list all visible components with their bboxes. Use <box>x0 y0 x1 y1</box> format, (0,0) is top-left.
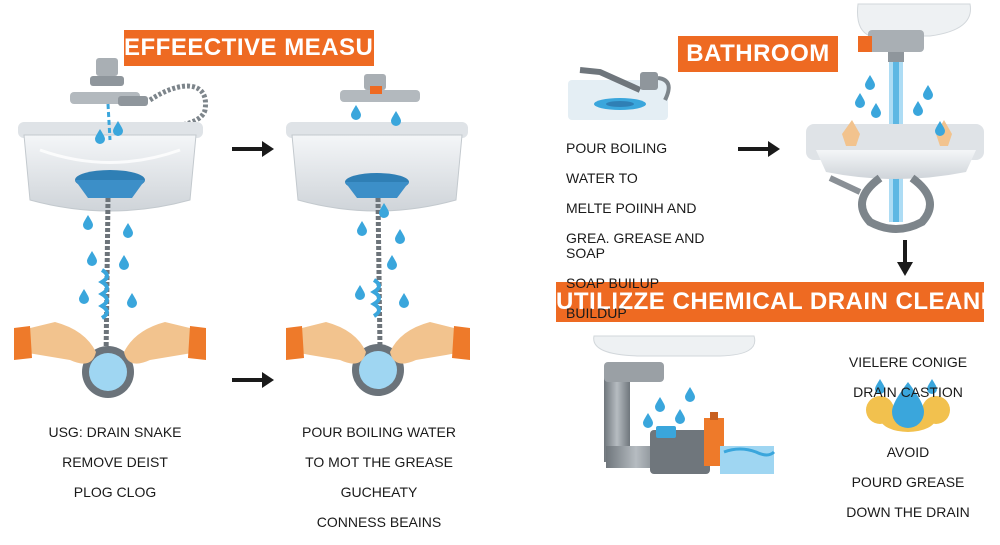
caption-line: DRAIN CASTION <box>853 384 963 400</box>
caption-boiling-water-grease: POUR BOILING WATER TO MOT THE GREASE GUC… <box>298 410 460 545</box>
sink-boiling-scene <box>286 74 470 396</box>
hand-icon <box>14 322 206 364</box>
caption-line: POURD GREASE <box>851 474 965 490</box>
bathroom-faucet-scene <box>568 67 671 120</box>
caption-line: BUILDUP <box>566 305 627 321</box>
sink-icon <box>806 124 984 179</box>
faucet-icon <box>70 58 208 142</box>
chemical-pipe-scene <box>593 335 776 474</box>
water-drop-icon <box>643 387 695 428</box>
caption-drain-caution: VIELERE CONIGE DRAIN CASTION <box>838 340 978 415</box>
pipe-icon <box>604 362 710 474</box>
faucet-icon <box>858 30 924 62</box>
caption-line: MELTE POIINH AND <box>566 200 697 216</box>
caption-drain-snake: USG: DRAIN SNAKE REMOVE DEIST PLOG CLOG <box>40 410 190 515</box>
caption-line: REMOVE DEIST <box>62 454 168 470</box>
caption-avoid-grease: AVOID POURD GREASE DOWN THE DRAIN <box>838 430 978 535</box>
caption-line: CONNESS BEAINS <box>316 514 442 530</box>
caption-line: GUCHEATY <box>340 484 418 500</box>
banner-chemical-drain-cleaners: UTILIZZE CHEMICAL DRAIN CLEANERS <box>556 282 1000 322</box>
caption-line: GREA. GREASE AND SOAP <box>566 230 705 261</box>
caption-line: DOWN THE DRAIN <box>846 504 970 520</box>
sink-icon <box>286 122 468 212</box>
arrow-right-icon <box>738 141 780 157</box>
banner-bathroom: BATHROOM <box>678 36 838 72</box>
caption-boiling-water-soap: POUR BOILING WATER TO MELTE POIINH AND G… <box>566 126 746 336</box>
caption-line: WATER TO <box>566 170 638 186</box>
arrow-down-icon <box>897 240 913 276</box>
grease-blob-icon <box>866 379 950 432</box>
arrow-right-icon <box>232 141 274 157</box>
banner-effective-measures: EFFEECTIVE MEASURS <box>124 30 407 66</box>
caption-line: VIELERE CONIGE <box>848 354 968 370</box>
caption-line: POUR BOILING <box>566 140 668 156</box>
faucet-icon <box>340 74 420 102</box>
caption-line: POUR BOILING WATER <box>301 424 456 440</box>
pipe-icon <box>828 174 934 233</box>
drain-snake-icon <box>98 197 111 361</box>
caption-line: PLOG CLOG <box>73 484 157 500</box>
sink-snake-scene <box>14 58 208 398</box>
illustration-canvas <box>14 3 984 474</box>
water-drop-icon <box>875 379 937 428</box>
caption-line: AVOID <box>886 444 930 460</box>
caption-line: USG: DRAIN SNAKE <box>48 424 182 440</box>
drain-snake-icon <box>370 197 383 351</box>
caption-line: TO MOT THE GREASE <box>305 454 453 470</box>
hand-icon <box>286 322 470 364</box>
arrow-right-icon <box>232 372 274 388</box>
caption-line: SOAP BUILUP <box>566 275 660 291</box>
bathroom-sink-scene <box>806 3 984 233</box>
